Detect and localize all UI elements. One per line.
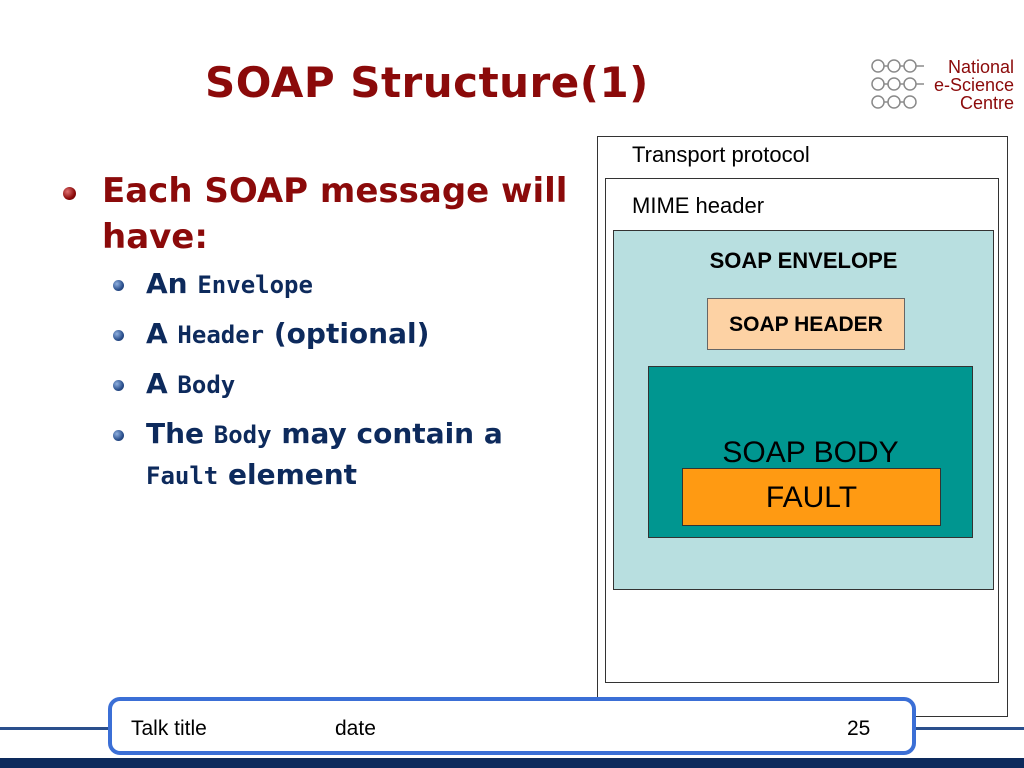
- bullet-dot-icon: [63, 187, 76, 200]
- soap-header-label: SOAP HEADER: [729, 313, 883, 336]
- sub-bullet-envelope: An Envelope: [113, 264, 580, 305]
- footer-bar: [0, 758, 1024, 768]
- code-body: Body: [177, 371, 236, 399]
- sub-bullet-body: A Body: [113, 364, 580, 405]
- circles-logo-icon: [871, 59, 924, 109]
- main-bullet: Each SOAP message will have:: [60, 168, 580, 260]
- footer-page-number: 25: [847, 717, 871, 740]
- bullet-dot-icon: [113, 280, 124, 291]
- sub-bullet-header: A Header (optional): [113, 314, 580, 355]
- bullet-dot-icon: [113, 330, 124, 341]
- bullet-list: Each SOAP message will have: An Envelope…: [60, 168, 580, 505]
- bullet-text: A: [146, 367, 178, 400]
- fault-label: FAULT: [765, 481, 858, 514]
- code-body: Body: [213, 421, 272, 449]
- soap-body-label: SOAP BODY: [722, 436, 899, 469]
- bullet-text: (optional): [264, 317, 430, 350]
- sub-bullet-list: An Envelope A Header (optional) A Body T…: [60, 264, 580, 496]
- bullet-text: The: [146, 417, 214, 450]
- bullet-dot-icon: [113, 380, 124, 391]
- soap-header-box: [707, 298, 905, 350]
- bullet-text: A: [146, 317, 178, 350]
- bullet-text: element: [218, 458, 358, 491]
- footer-box: [108, 697, 916, 755]
- logo-line-2: e-Science: [933, 75, 1014, 95]
- transport-protocol-label: Transport protocol: [632, 142, 810, 167]
- bullet-dot-icon: [113, 430, 124, 441]
- sub-bullet-fault: The Body may contain a Fault element: [113, 414, 580, 496]
- logo-line-3: Centre: [959, 93, 1014, 113]
- code-envelope: Envelope: [197, 271, 313, 299]
- bullet-text: may contain a: [271, 417, 503, 450]
- slide-title: SOAP Structure(1): [205, 58, 649, 107]
- fault-box: [682, 468, 941, 526]
- nesc-logo: National e-Science Centre: [868, 56, 1018, 116]
- soap-envelope-label: SOAP ENVELOPE: [709, 248, 898, 273]
- logo-line-1: National: [947, 57, 1014, 77]
- footer-date: date: [335, 717, 376, 740]
- main-bullet-text: Each SOAP message will have:: [102, 171, 568, 257]
- code-header: Header: [177, 321, 265, 349]
- mime-header-label: MIME header: [632, 193, 765, 218]
- bullet-text: An: [146, 267, 198, 300]
- footer-talk-title: Talk title: [131, 717, 207, 740]
- code-fault: Fault: [146, 462, 219, 490]
